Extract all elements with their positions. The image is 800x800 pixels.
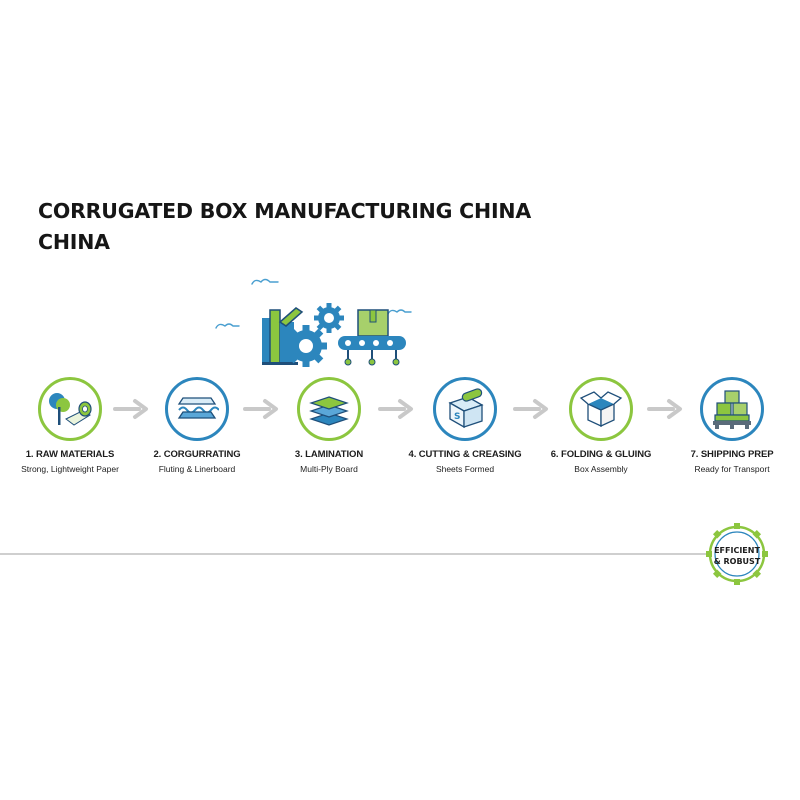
step-raw-materials: 1. RAW MATERIALS Strong, Lightweight Pap… bbox=[0, 377, 140, 474]
step-4-subtitle: Sheets Formed bbox=[435, 464, 495, 474]
step-4-ring: S bbox=[433, 377, 497, 441]
step-2-subtitle: Fluting & Linerboard bbox=[158, 464, 236, 474]
step-6-ring bbox=[700, 377, 764, 441]
step-cutting-creasing: S 4. CUTTING & CREASING Sheets Formed bbox=[395, 377, 535, 474]
step-5-subtitle: Box Assembly bbox=[574, 464, 628, 474]
title-line-1: CORRUGATED BOX MANUFACTURING CHINA bbox=[38, 199, 532, 223]
badge-line-1: EFFICIENT bbox=[714, 546, 760, 555]
step-4-title: 4. CUTTING & CREASING bbox=[408, 449, 522, 460]
open-box-icon bbox=[579, 391, 623, 428]
tree-paper-roll-icon bbox=[49, 393, 92, 426]
arrow-right-icon bbox=[647, 399, 682, 419]
step-shipping-prep: 7. SHIPPING PREP Ready for Transport bbox=[662, 377, 800, 474]
step-6-subtitle: Ready for Transport bbox=[694, 464, 770, 474]
factory-gears-conveyor-icon bbox=[215, 278, 412, 367]
step-3-title: 3. LAMINATION bbox=[294, 449, 364, 460]
step-6-title: 7. SHIPPING PREP bbox=[690, 449, 774, 460]
step-1-subtitle: Strong, Lightweight Paper bbox=[21, 464, 119, 474]
page-title: CORRUGATED BOX MANUFACTURING CHINA CHINA bbox=[38, 196, 531, 258]
step-5-ring bbox=[569, 377, 633, 441]
step-5-title: 6. FOLDING & GLUING bbox=[550, 449, 652, 460]
step-3-subtitle: Multi-Ply Board bbox=[300, 464, 358, 474]
step-lamination: 3. LAMINATION Multi-Ply Board bbox=[259, 377, 399, 474]
arrow-right-icon bbox=[513, 399, 548, 419]
step-3-ring bbox=[297, 377, 361, 441]
badge-line-2: & ROBUST bbox=[714, 557, 761, 566]
gear-badge-icon: EFFICIENT & ROBUST bbox=[706, 523, 768, 585]
title-line-2: CHINA bbox=[38, 230, 110, 254]
svg-text:S: S bbox=[454, 412, 460, 422]
arrow-right-icon bbox=[243, 399, 278, 419]
stacked-boxes-icon bbox=[713, 390, 751, 429]
step-2-ring bbox=[165, 377, 229, 441]
arrow-right-icon bbox=[113, 399, 148, 419]
step-2-title: 2. CORGURRATING bbox=[153, 449, 241, 460]
sheet-roller-icon: S bbox=[448, 388, 484, 429]
divider-line bbox=[0, 553, 710, 555]
step-1-title: 1. RAW MATERIALS bbox=[25, 449, 115, 460]
arrow-right-icon bbox=[378, 399, 413, 419]
step-1-ring bbox=[38, 377, 102, 441]
fluting-icon bbox=[177, 397, 219, 419]
layers-icon bbox=[309, 396, 349, 426]
step-corrugating: 2. CORGURRATING Fluting & Linerboard bbox=[127, 377, 267, 474]
step-folding-gluing: 6. FOLDING & GLUING Box Assembly bbox=[531, 377, 671, 474]
